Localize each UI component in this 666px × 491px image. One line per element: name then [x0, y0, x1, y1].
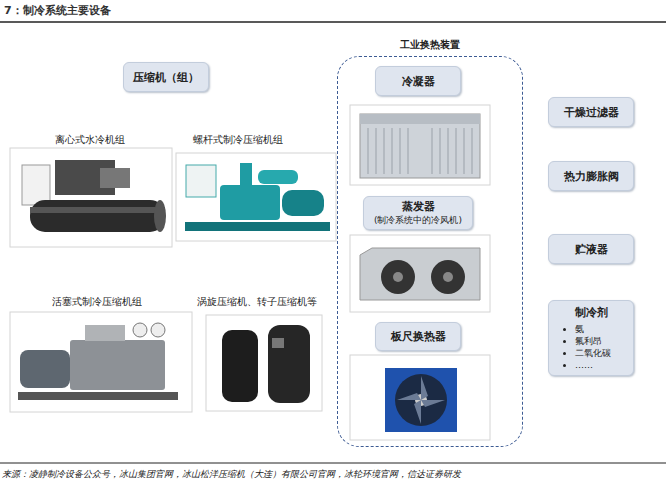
list-item: 氨 — [575, 323, 611, 335]
photo-label: 活塞式制冷压缩机组 — [52, 295, 142, 309]
photo-label: 螺杆式制冷压缩机组 — [193, 133, 283, 147]
source-caption: 来源：凌静制冷设备公众号，冰山集团官网，冰山松洋压缩机（大连）有限公司官网，冰轮… — [2, 468, 461, 481]
photo-frames — [10, 105, 490, 440]
device-box: 贮液器 — [548, 234, 634, 264]
photo-label: 离心式水冷机组 — [55, 133, 125, 147]
box-label: 板尺换热器 — [391, 329, 446, 344]
list-item: 二氧化碳 — [575, 347, 611, 359]
list-item: …… — [575, 359, 611, 371]
device-box: 制冷剂氨氟利昂二氧化碳…… — [548, 300, 634, 376]
refrigerant-list: 氨氟利昂二氧化碳…… — [561, 323, 611, 371]
device-box: 板尺换热器 — [375, 322, 461, 351]
device-box: 冷凝器 — [375, 66, 461, 96]
box-subtitle: (制冷系统中的冷风机) — [374, 214, 462, 227]
device-box: 压缩机（组） — [123, 62, 209, 92]
device-box: 蒸发器(制冷系统中的冷风机) — [363, 196, 473, 230]
box-label: 蒸发器 — [402, 199, 435, 214]
condenser — [360, 114, 480, 178]
caption-rule — [0, 463, 666, 464]
box-label: 冷凝器 — [402, 74, 435, 89]
group-heading: 工业换热装置 — [338, 38, 522, 52]
screw-compressor — [185, 163, 330, 231]
piston-compressor — [18, 323, 178, 400]
box-label: 贮液器 — [575, 242, 608, 257]
box-label: 热力膨胀阀 — [564, 169, 619, 184]
box-label: 干燥过滤器 — [564, 105, 619, 120]
device-box: 热力膨胀阀 — [548, 161, 634, 191]
list-item: 氟利昂 — [575, 335, 611, 347]
figure-title: 7：制冷系统主要设备 — [4, 3, 111, 18]
dashed-group: 工业换热装置冷凝器蒸发器(制冷系统中的冷风机)板尺换热器 — [337, 56, 523, 447]
plate-heat-exchanger — [385, 368, 457, 432]
box-label: 制冷剂 — [575, 305, 608, 320]
evaporator — [360, 248, 480, 300]
centrifugal-chiller — [22, 160, 166, 232]
box-label: 压缩机（组） — [133, 70, 199, 85]
device-box: 干燥过滤器 — [548, 97, 634, 127]
photo-label: 涡旋压缩机、转子压缩机等 — [197, 295, 317, 309]
title-rule — [0, 21, 666, 23]
scroll-compressors — [222, 325, 310, 403]
